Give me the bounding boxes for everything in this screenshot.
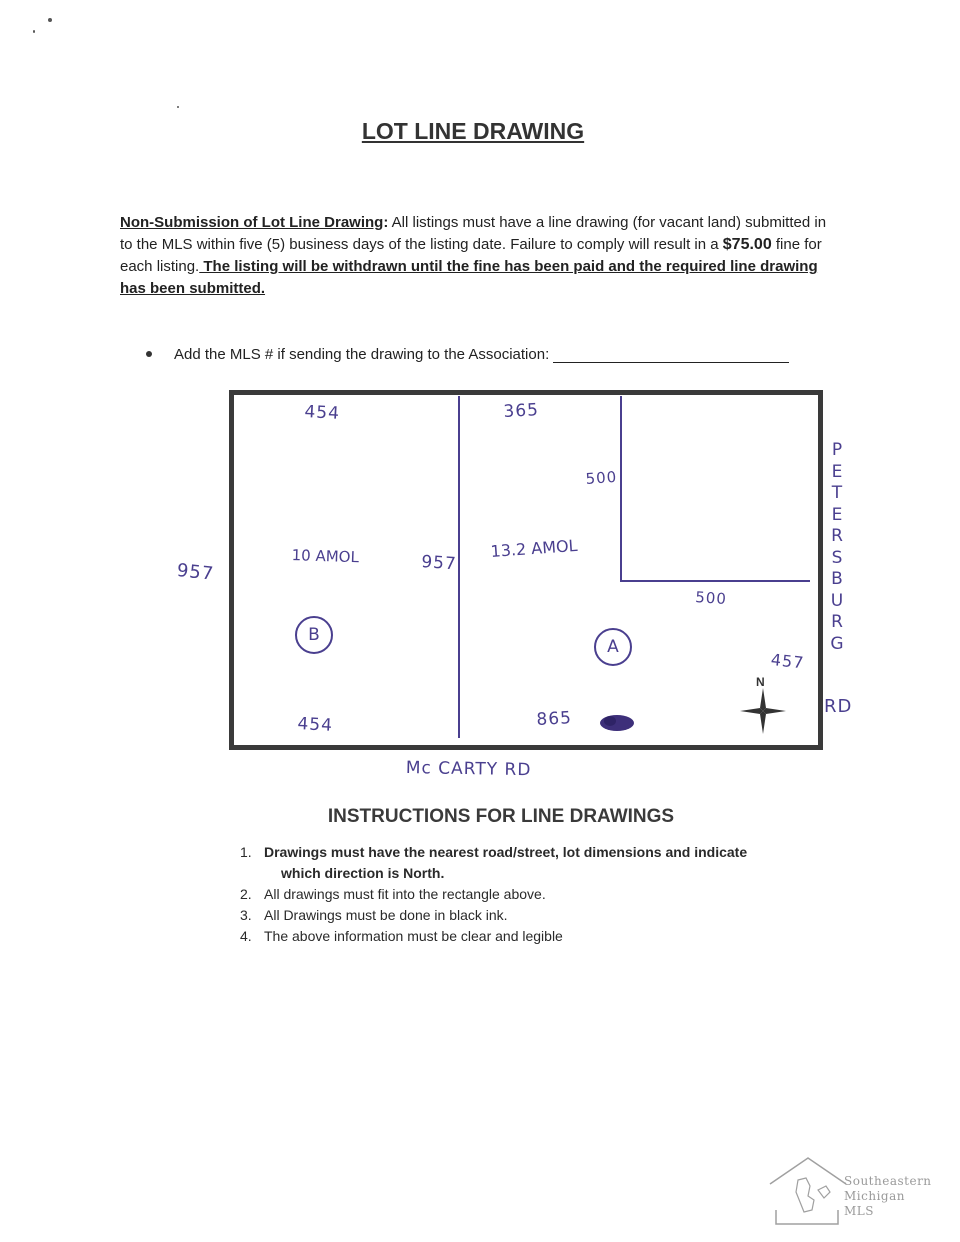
north-arrow-icon bbox=[740, 688, 786, 734]
non-submission-paragraph: Non-Submission of Lot Line Drawing: All … bbox=[120, 212, 840, 300]
fine-amount: $75.00 bbox=[722, 236, 772, 253]
mls-number-line: Add the MLS # if sending the drawing to … bbox=[146, 346, 790, 363]
lot-b-top-dimension: 454 bbox=[303, 402, 341, 424]
street-letter: E bbox=[831, 504, 843, 525]
lot-a-bottom-dimension: 865 bbox=[536, 708, 573, 730]
item-text: The above information must be clear and … bbox=[264, 928, 563, 944]
item-text: Drawings must have the nearest road/stre… bbox=[264, 842, 747, 884]
list-item: 4. The above information must be clear a… bbox=[240, 926, 800, 947]
item-text: All drawings must fit into the rectangle… bbox=[264, 886, 546, 902]
street-letter: U bbox=[830, 590, 844, 611]
inner-parcel-vertical-line bbox=[620, 396, 622, 582]
list-item: 2. All drawings must fit into the rectan… bbox=[240, 884, 800, 905]
paragraph-text-2: fine for each listing. bbox=[120, 236, 822, 275]
street-letter: P bbox=[831, 440, 843, 460]
southeastern-michigan-mls-logo bbox=[769, 1157, 847, 1225]
scan-speck bbox=[48, 18, 52, 22]
instructions-title: INSTRUCTIONS FOR LINE DRAWINGS bbox=[327, 806, 675, 827]
lot-drawing-box bbox=[229, 390, 823, 750]
logo-line: MLS bbox=[844, 1204, 874, 1218]
street-letter: S bbox=[831, 547, 843, 568]
inner-parcel-horizontal-line bbox=[620, 580, 810, 582]
logo-text: Southeastern Michigan MLS bbox=[844, 1174, 932, 1219]
lot-a-marker: A bbox=[594, 628, 632, 666]
item-number: 1. bbox=[240, 844, 252, 860]
street-letter: R bbox=[831, 526, 843, 546]
logo-line: Southeastern bbox=[844, 1174, 932, 1188]
list-item: 3. All Drawings must be done in black in… bbox=[240, 905, 800, 926]
lot-b-area: 10 AMOL bbox=[291, 546, 360, 567]
lot-b-bottom-dimension: 454 bbox=[296, 714, 334, 736]
street-label-right: P E T E R S B U R G bbox=[826, 440, 848, 655]
item-text-line: Drawings must have the nearest road/stre… bbox=[264, 844, 748, 860]
mls-prompt: Add the MLS # if sending the drawing to … bbox=[174, 346, 550, 363]
inner-vertical-dimension: 500 bbox=[585, 467, 618, 488]
street-letter: R bbox=[831, 612, 843, 632]
street-letter: E bbox=[831, 461, 843, 482]
lot-b-left-dimension: 957 bbox=[175, 560, 216, 585]
lot-divider-line bbox=[458, 396, 460, 738]
instructions-list: 1. Drawings must have the nearest road/s… bbox=[240, 842, 800, 947]
lot-b-marker: B bbox=[295, 616, 333, 654]
scan-speck bbox=[177, 106, 179, 108]
street-label-right-suffix: RD bbox=[824, 696, 853, 717]
inner-horizontal-dimension: 500 bbox=[694, 588, 728, 609]
north-label: N bbox=[756, 675, 765, 689]
item-text: All Drawings must be done in black ink. bbox=[264, 907, 508, 923]
paragraph-heading-colon: : bbox=[383, 214, 389, 231]
withdrawal-warning: The listing will be withdrawn until the … bbox=[120, 258, 818, 297]
bullet-icon bbox=[146, 351, 152, 357]
paragraph-text: All listings must have a line drawing (f… bbox=[120, 214, 827, 253]
lot-a-right-dimension: 457 bbox=[770, 650, 806, 673]
page-title: LOT LINE DRAWING bbox=[361, 118, 585, 144]
paragraph-heading: Non-Submission of Lot Line Drawing bbox=[120, 214, 384, 231]
mls-number-blank[interactable] bbox=[553, 348, 790, 363]
lot-a-top-dimension: 365 bbox=[503, 400, 540, 422]
street-letter: G bbox=[830, 633, 844, 654]
item-text-line-2: which direction is North. bbox=[281, 865, 445, 881]
item-number: 3. bbox=[240, 907, 252, 923]
ink-blot bbox=[600, 715, 634, 731]
street-letter: B bbox=[831, 569, 843, 589]
lot-b-right-dimension: 957 bbox=[420, 552, 458, 575]
logo-line: Michigan bbox=[844, 1189, 905, 1203]
item-number: 2. bbox=[240, 886, 252, 902]
street-letter: T bbox=[831, 483, 843, 503]
item-number: 4. bbox=[240, 928, 252, 944]
street-label-bottom: Mc CARTY RD bbox=[405, 758, 532, 781]
list-item: 1. Drawings must have the nearest road/s… bbox=[240, 842, 800, 884]
scan-speck bbox=[33, 30, 35, 33]
